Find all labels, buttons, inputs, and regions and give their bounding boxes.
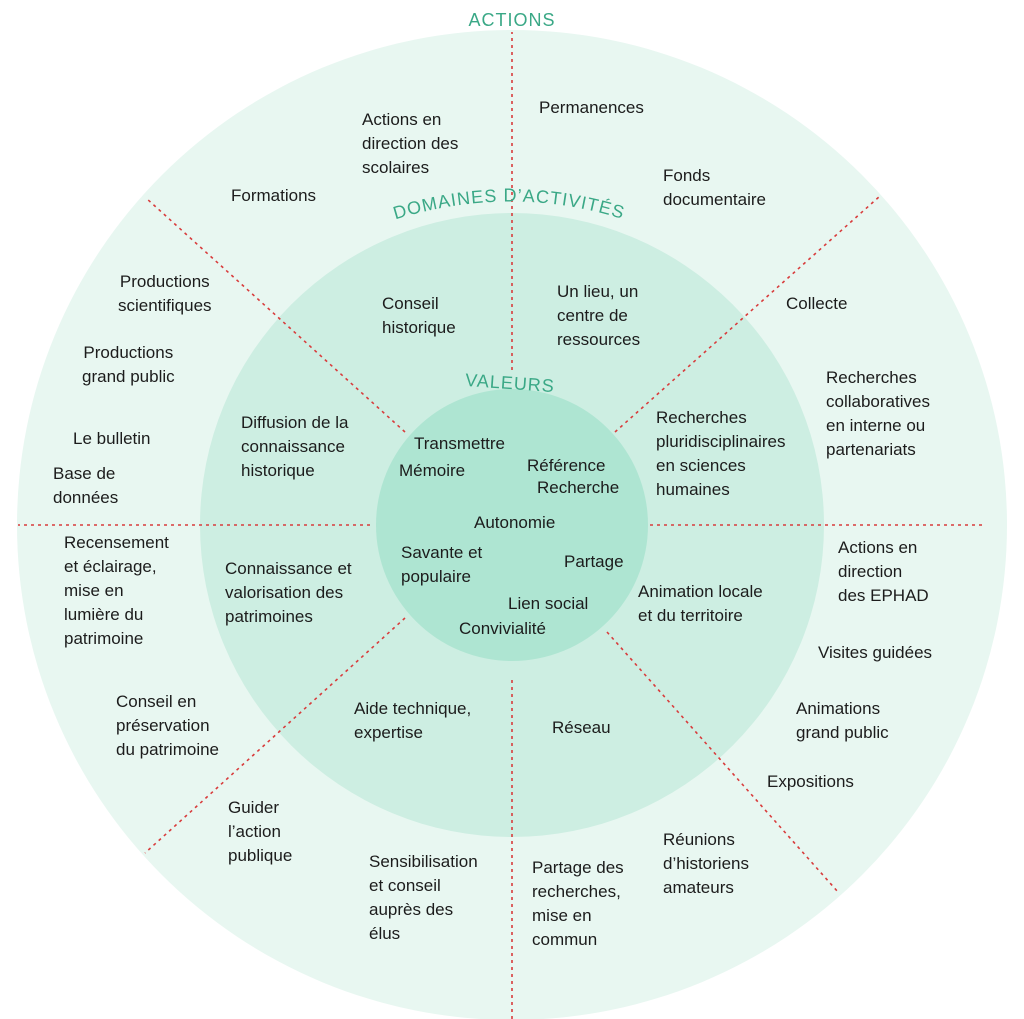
sector-dividers	[18, 32, 982, 1019]
action-partage-recherches: Partage des recherches, mise en commun	[532, 858, 624, 949]
action-reunions-historiens: Réunions d’historiens amateurs	[663, 830, 749, 897]
valeur-partage: Partage	[564, 552, 624, 571]
action-collecte: Collecte	[786, 294, 848, 313]
domaine-diffusion-connaissance: Diffusion de la connaissance historique	[241, 413, 349, 480]
action-recherches-collaboratives: Recherches collaboratives en interne ou …	[826, 368, 930, 459]
domaine-reseau: Réseau	[552, 718, 611, 737]
action-animations-grand-public: Animations grand public	[796, 699, 889, 742]
action-recensement: Recensement et éclairage, mise en lumièr…	[64, 533, 169, 648]
domaine-connaissance-valorisation: Connaissance et valorisation des patrimo…	[225, 559, 352, 626]
domaine-conseil-historique: Conseil historique	[382, 294, 456, 337]
action-le-bulletin: Le bulletin	[73, 429, 151, 448]
valeur-recherche: Recherche	[537, 478, 620, 497]
domaine-lieu-centre-ressources: Un lieu, un centre de ressources	[557, 282, 641, 349]
valeur-memoire: Mémoire	[399, 461, 466, 480]
divider-top-right	[614, 195, 881, 433]
domaine-animation-locale: Animation locale et du territoire	[638, 582, 763, 625]
valeur-reference: Référence	[527, 456, 606, 475]
action-fonds-documentaire: Fonds documentaire	[663, 166, 767, 209]
action-base-de-donnees: Base de données	[53, 464, 119, 507]
action-expositions: Expositions	[767, 772, 854, 791]
valeur-convivialite: Convivialité	[459, 619, 546, 638]
action-scolaires: Actions en direction des scolaires	[362, 110, 459, 177]
divider-bottom-left	[144, 617, 406, 854]
action-guider-action-publique: Guider l’action publique	[228, 798, 293, 865]
action-productions-grand-public: Productions grand public	[82, 343, 175, 386]
divider-top-left	[145, 197, 406, 433]
actions-title: ACTIONS	[468, 10, 556, 30]
action-ephad: Actions en direction des EPHAD	[838, 538, 929, 605]
action-conseil-preservation: Conseil en préservation du patrimoine	[116, 692, 220, 759]
domaine-recherches-pluridisciplinaires: Recherches pluridisciplinaires en scienc…	[656, 408, 786, 499]
action-visites-guidees: Visites guidées	[818, 643, 933, 662]
action-permanences: Permanences	[539, 98, 644, 117]
action-formations: Formations	[231, 186, 317, 205]
divider-bottom-right	[606, 631, 839, 893]
valeur-lien-social: Lien social	[508, 594, 589, 613]
action-productions-scientifiques: Productions scientifiques	[118, 272, 212, 315]
inner-circle-valeurs	[376, 389, 648, 661]
valeur-autonomie: Autonomie	[474, 513, 556, 532]
valeur-transmettre: Transmettre	[414, 434, 506, 453]
action-sensibilisation: Sensibilisation et conseil auprès des él…	[369, 852, 478, 943]
valeur-savante-populaire: Savante et populaire	[401, 543, 483, 586]
domaine-aide-technique: Aide technique, expertise	[354, 699, 472, 742]
